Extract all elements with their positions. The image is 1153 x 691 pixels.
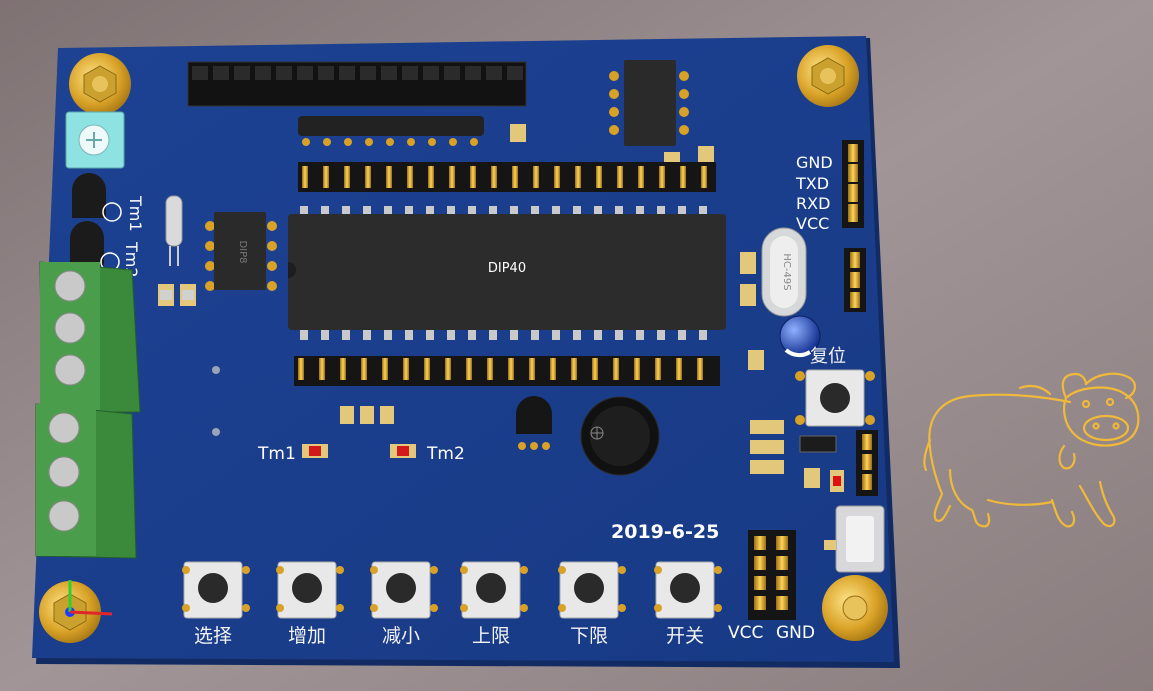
button-label-lower-limit: 下限 <box>570 625 608 647</box>
reset-button[interactable] <box>795 369 875 427</box>
dip8-label: DIP8 <box>237 240 248 263</box>
button-select[interactable] <box>182 561 250 619</box>
smd-group-right <box>750 420 844 492</box>
potentiometer <box>65 111 125 169</box>
smd-cap-top <box>510 124 526 142</box>
button-increase[interactable] <box>276 561 344 619</box>
header-3pin-lower <box>856 430 878 496</box>
smd-cap-b <box>698 146 714 162</box>
reset-label: 复位 <box>810 346 846 367</box>
button-label-increase: 增加 <box>288 625 326 647</box>
mounting-hole-bottom-right <box>822 575 888 641</box>
mounting-hole-top-left <box>69 53 131 115</box>
buzzer <box>580 396 660 476</box>
led-label-tm2: Tm2 <box>426 444 465 464</box>
uart-pin-txd: TXD <box>795 174 829 193</box>
uart-pin-vcc: VCC <box>796 214 829 233</box>
resistor-array <box>298 116 484 146</box>
power-header <box>748 530 796 620</box>
uart-header <box>842 140 864 228</box>
crystal-cap-b <box>740 284 756 306</box>
smd-trio <box>340 406 394 424</box>
mcu-dip40: DIP40 <box>288 206 726 340</box>
crystal-label: HC-49S <box>781 253 792 290</box>
button-lower-limit[interactable] <box>558 561 626 619</box>
electrolytic-capacitor <box>779 315 821 358</box>
temperature-sensor-tm1 <box>72 173 122 222</box>
ic-dip8-top <box>609 60 689 146</box>
screw-terminal-top <box>39 261 141 413</box>
mounting-hole-bottom-left <box>39 580 113 643</box>
button-decrease[interactable] <box>370 561 438 619</box>
pcb-board <box>32 36 900 668</box>
uart-pin-gnd: GND <box>796 153 833 172</box>
transistor-to92 <box>516 396 552 450</box>
mcu-label: DIP40 <box>488 261 526 276</box>
button-label-switch: 开关 <box>666 625 704 647</box>
uart-pin-rxd: RXD <box>796 194 830 213</box>
button-label-upper-limit: 上限 <box>472 625 510 647</box>
crystal-hc49s: HC-49S <box>761 227 807 317</box>
pin-row-lower <box>294 356 720 386</box>
screw-terminal-bottom <box>35 403 137 559</box>
button-label-decrease: 减小 <box>382 625 420 647</box>
crystal-cap-a <box>740 252 756 274</box>
led-tm2 <box>390 444 416 458</box>
led-tm1 <box>302 444 328 458</box>
via <box>212 366 220 374</box>
cow-mascot <box>923 372 1140 528</box>
button-upper-limit[interactable] <box>460 561 528 619</box>
via <box>212 428 220 436</box>
header-3pin-right <box>844 248 866 312</box>
micro-usb-connector <box>824 505 885 573</box>
smd-caps-left <box>158 284 196 306</box>
button-label-select: 选择 <box>194 625 232 647</box>
led-label-tm1: Tm1 <box>257 444 296 464</box>
small-crystal <box>165 195 183 266</box>
button-switch[interactable] <box>654 561 722 619</box>
sensor-label-tm1: Tm1 <box>126 195 145 232</box>
reset-cap <box>748 350 764 370</box>
mounting-hole-top-right <box>797 45 859 107</box>
power-label-gnd: GND <box>776 623 815 643</box>
pin-row-upper <box>298 162 716 192</box>
ic-dip8-left: DIP8 <box>205 212 277 291</box>
board-date: 2019-6-25 <box>611 521 719 543</box>
sensor-label-tm2: Tm2 <box>122 241 141 278</box>
power-label-vcc: VCC <box>728 623 763 643</box>
pin-header-top <box>187 61 527 107</box>
